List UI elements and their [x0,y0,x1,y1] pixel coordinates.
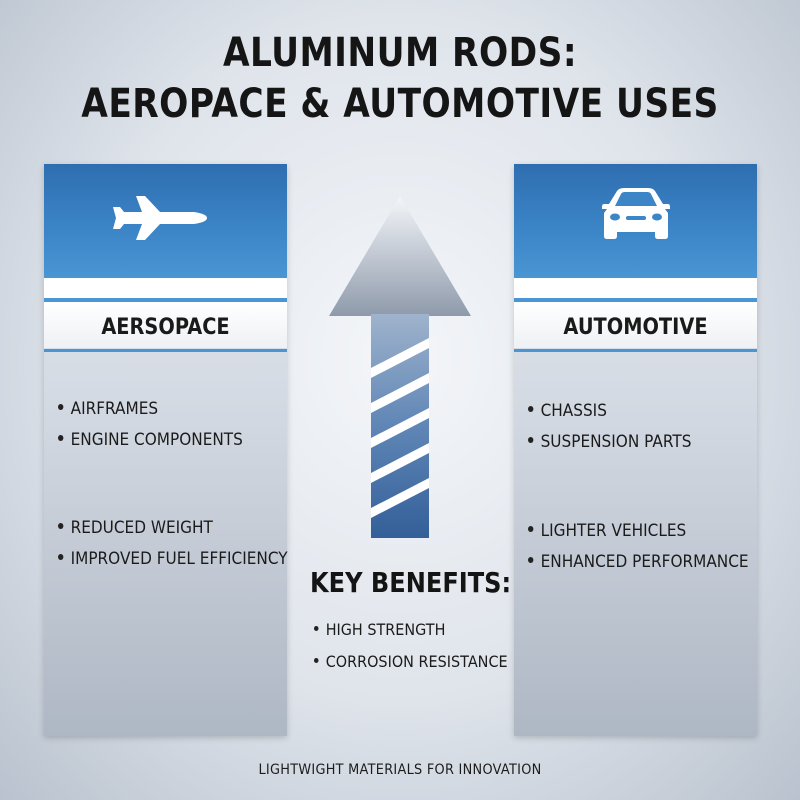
bullet-icon [58,554,64,560]
key-benefits-title: KEY BENEFITS: [310,566,512,599]
automotive-uses-list: CHASSIS SUSPENSION PARTS [528,396,710,458]
bullet-icon [314,658,319,663]
aerospace-label: AERSOPACE [101,315,230,340]
list-item: ENGINE COMPONENTS [58,425,243,456]
key-benefits-list: HIGH STRENGTH CORROSION RESISTANCE [314,614,529,678]
automotive-benefits-list: LIGHTER VEHICLES ENHANCED PERFORMANCE [528,516,773,578]
list-item: CORROSION RESISTANCE [314,646,508,678]
aerospace-panel: AERSOPACE AIRFRAMES ENGINE COMPONENTS RE… [44,164,288,736]
automotive-label: AUTOMOTIVE [563,315,708,340]
bullet-icon [528,557,534,563]
aerospace-panel-header [44,164,287,278]
page-title-line-1: ALUMINUM RODS: [222,30,578,76]
page-title-line-2: AEROPACE & AUTOMOTIVE USES [81,81,719,127]
list-item: CHASSIS [528,396,691,427]
bullet-icon [58,523,64,529]
car-icon [602,188,670,239]
list-item: ENHANCED PERFORMANCE [528,547,749,578]
bullet-icon [58,435,64,441]
list-item: AIRFRAMES [58,394,243,425]
list-item: IMPROVED FUEL EFFICIENCY [58,544,288,575]
bullet-icon [314,626,319,631]
divider [44,349,287,352]
aerospace-uses-list: AIRFRAMES ENGINE COMPONENTS [58,394,263,456]
list-item: HIGH STRENGTH [314,614,508,646]
divider [514,298,757,302]
divider [44,298,287,302]
bullet-icon [528,526,534,532]
list-item: SUSPENSION PARTS [528,427,691,458]
list-item: LIGHTER VEHICLES [528,516,749,547]
airplane-icon [113,196,207,240]
footer-tagline: LIGHTWIGHT MATERIALS FOR INNOVATION [258,762,542,778]
divider [514,349,757,352]
automotive-panel: AUTOMOTIVE CHASSIS SUSPENSION PARTS LIGH… [514,164,757,736]
automotive-panel-header [514,164,757,278]
aerospace-benefits-list: REDUCED WEIGHT IMPROVED FUEL EFFICIENCY [58,513,313,575]
bullet-icon [58,404,64,410]
list-item: REDUCED WEIGHT [58,513,288,544]
bullet-icon [528,406,534,412]
up-arrow-icon [329,196,471,538]
bullet-icon [528,437,534,443]
